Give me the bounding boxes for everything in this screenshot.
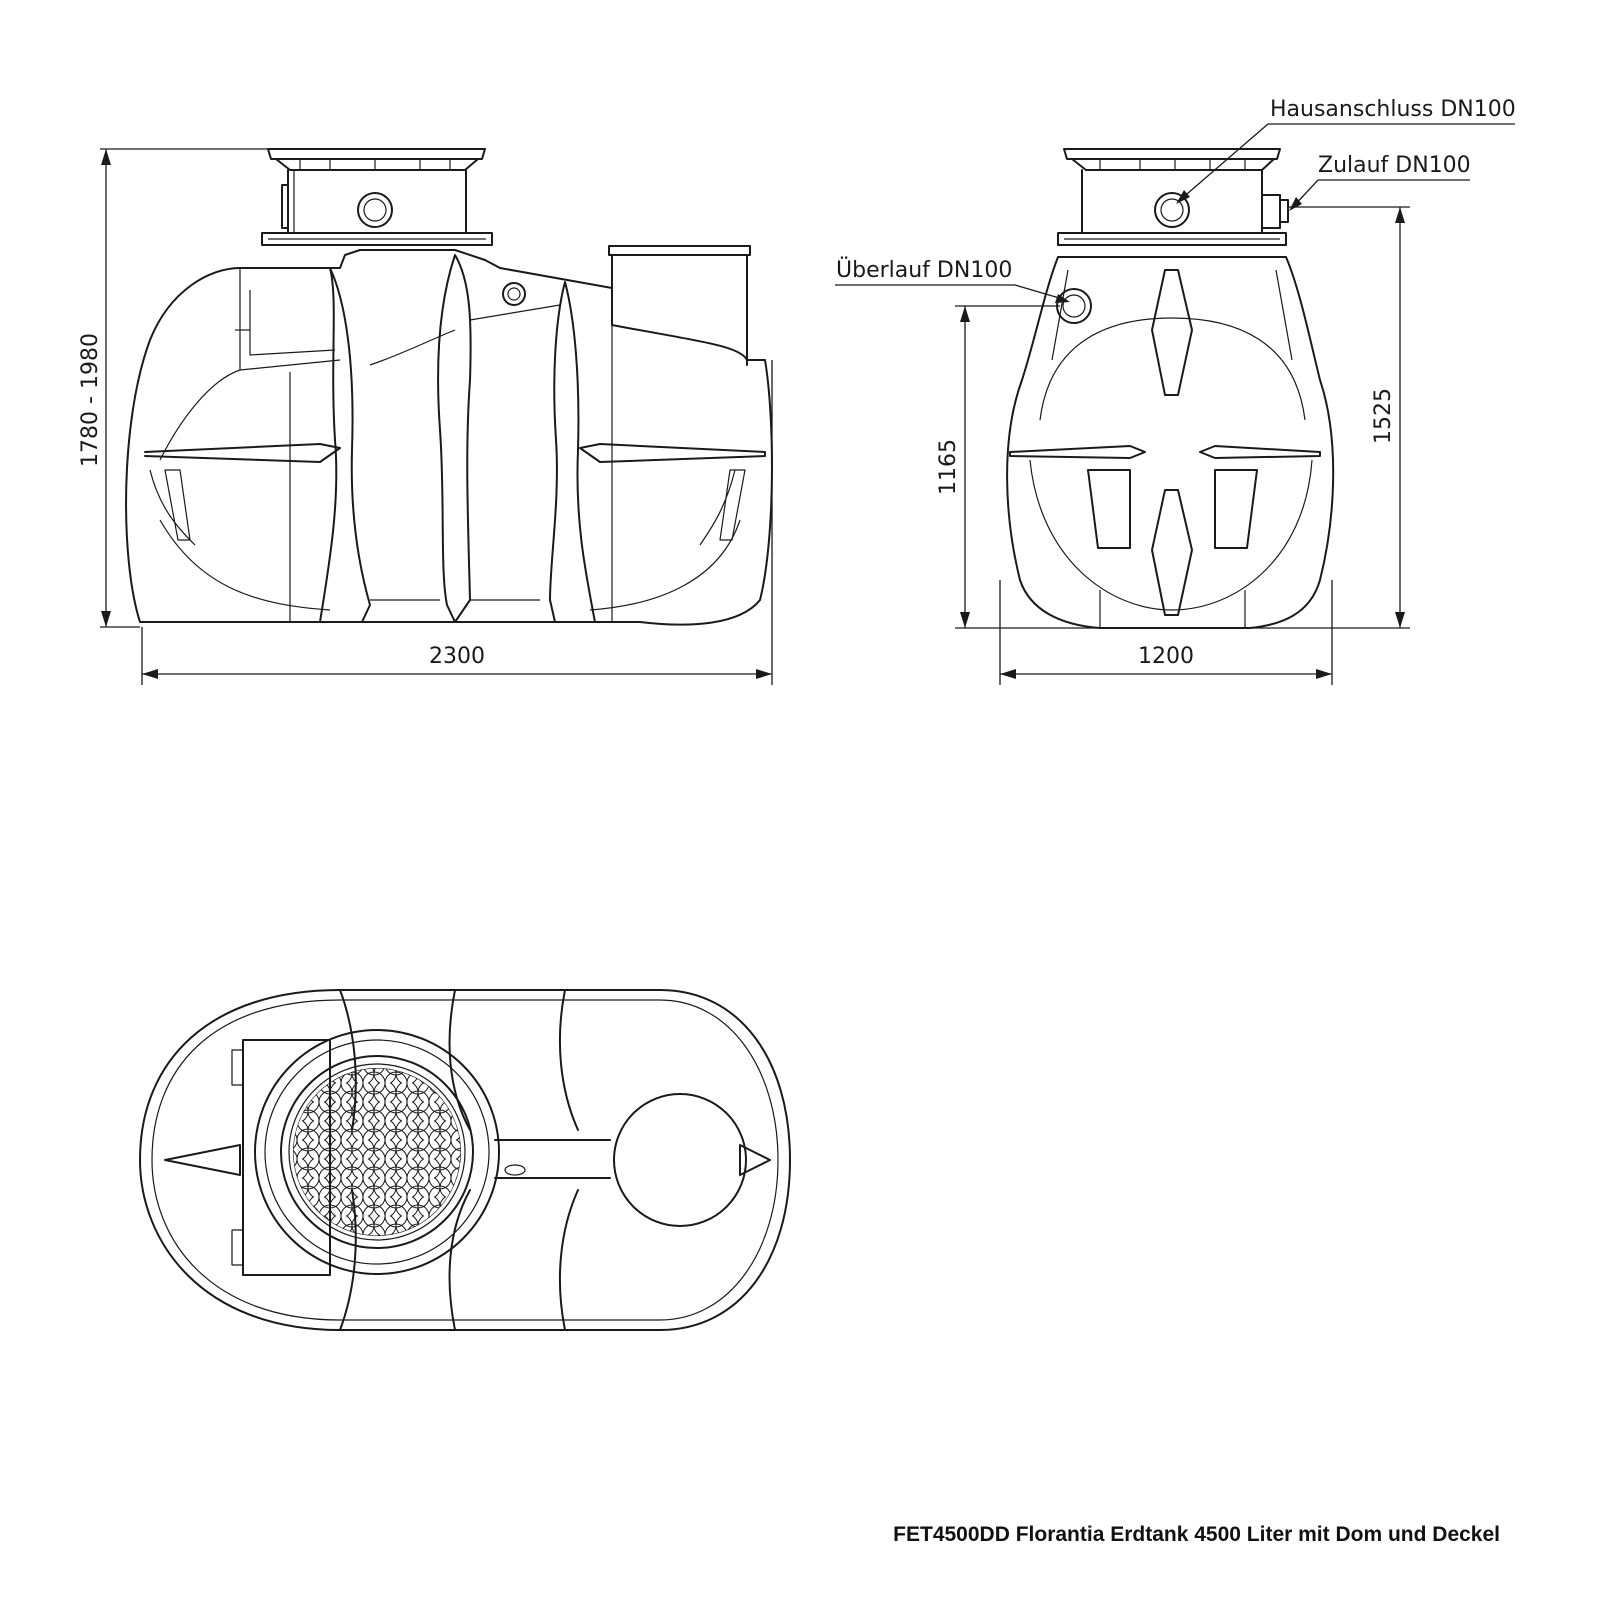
label-ueberlauf: Überlauf DN100 — [836, 257, 1012, 283]
end-view — [1006, 148, 1335, 629]
dim-height-total: 1780 - 1980 — [78, 333, 103, 467]
side-view — [125, 148, 773, 626]
dim-height-overflow: 1165 — [936, 439, 961, 495]
label-zulauf: Zulauf DN100 — [1318, 153, 1471, 178]
dimension-lines — [100, 123, 1515, 685]
dim-length: 2300 — [429, 644, 485, 669]
top-view — [139, 989, 791, 1331]
dim-height-inlet: 1525 — [1371, 388, 1396, 444]
label-hausanschluss: Hausanschluss DN100 — [1270, 97, 1516, 122]
dim-width: 1200 — [1138, 644, 1194, 669]
drawing-caption: FET4500DD Florantia Erdtank 4500 Liter m… — [893, 1523, 1500, 1546]
